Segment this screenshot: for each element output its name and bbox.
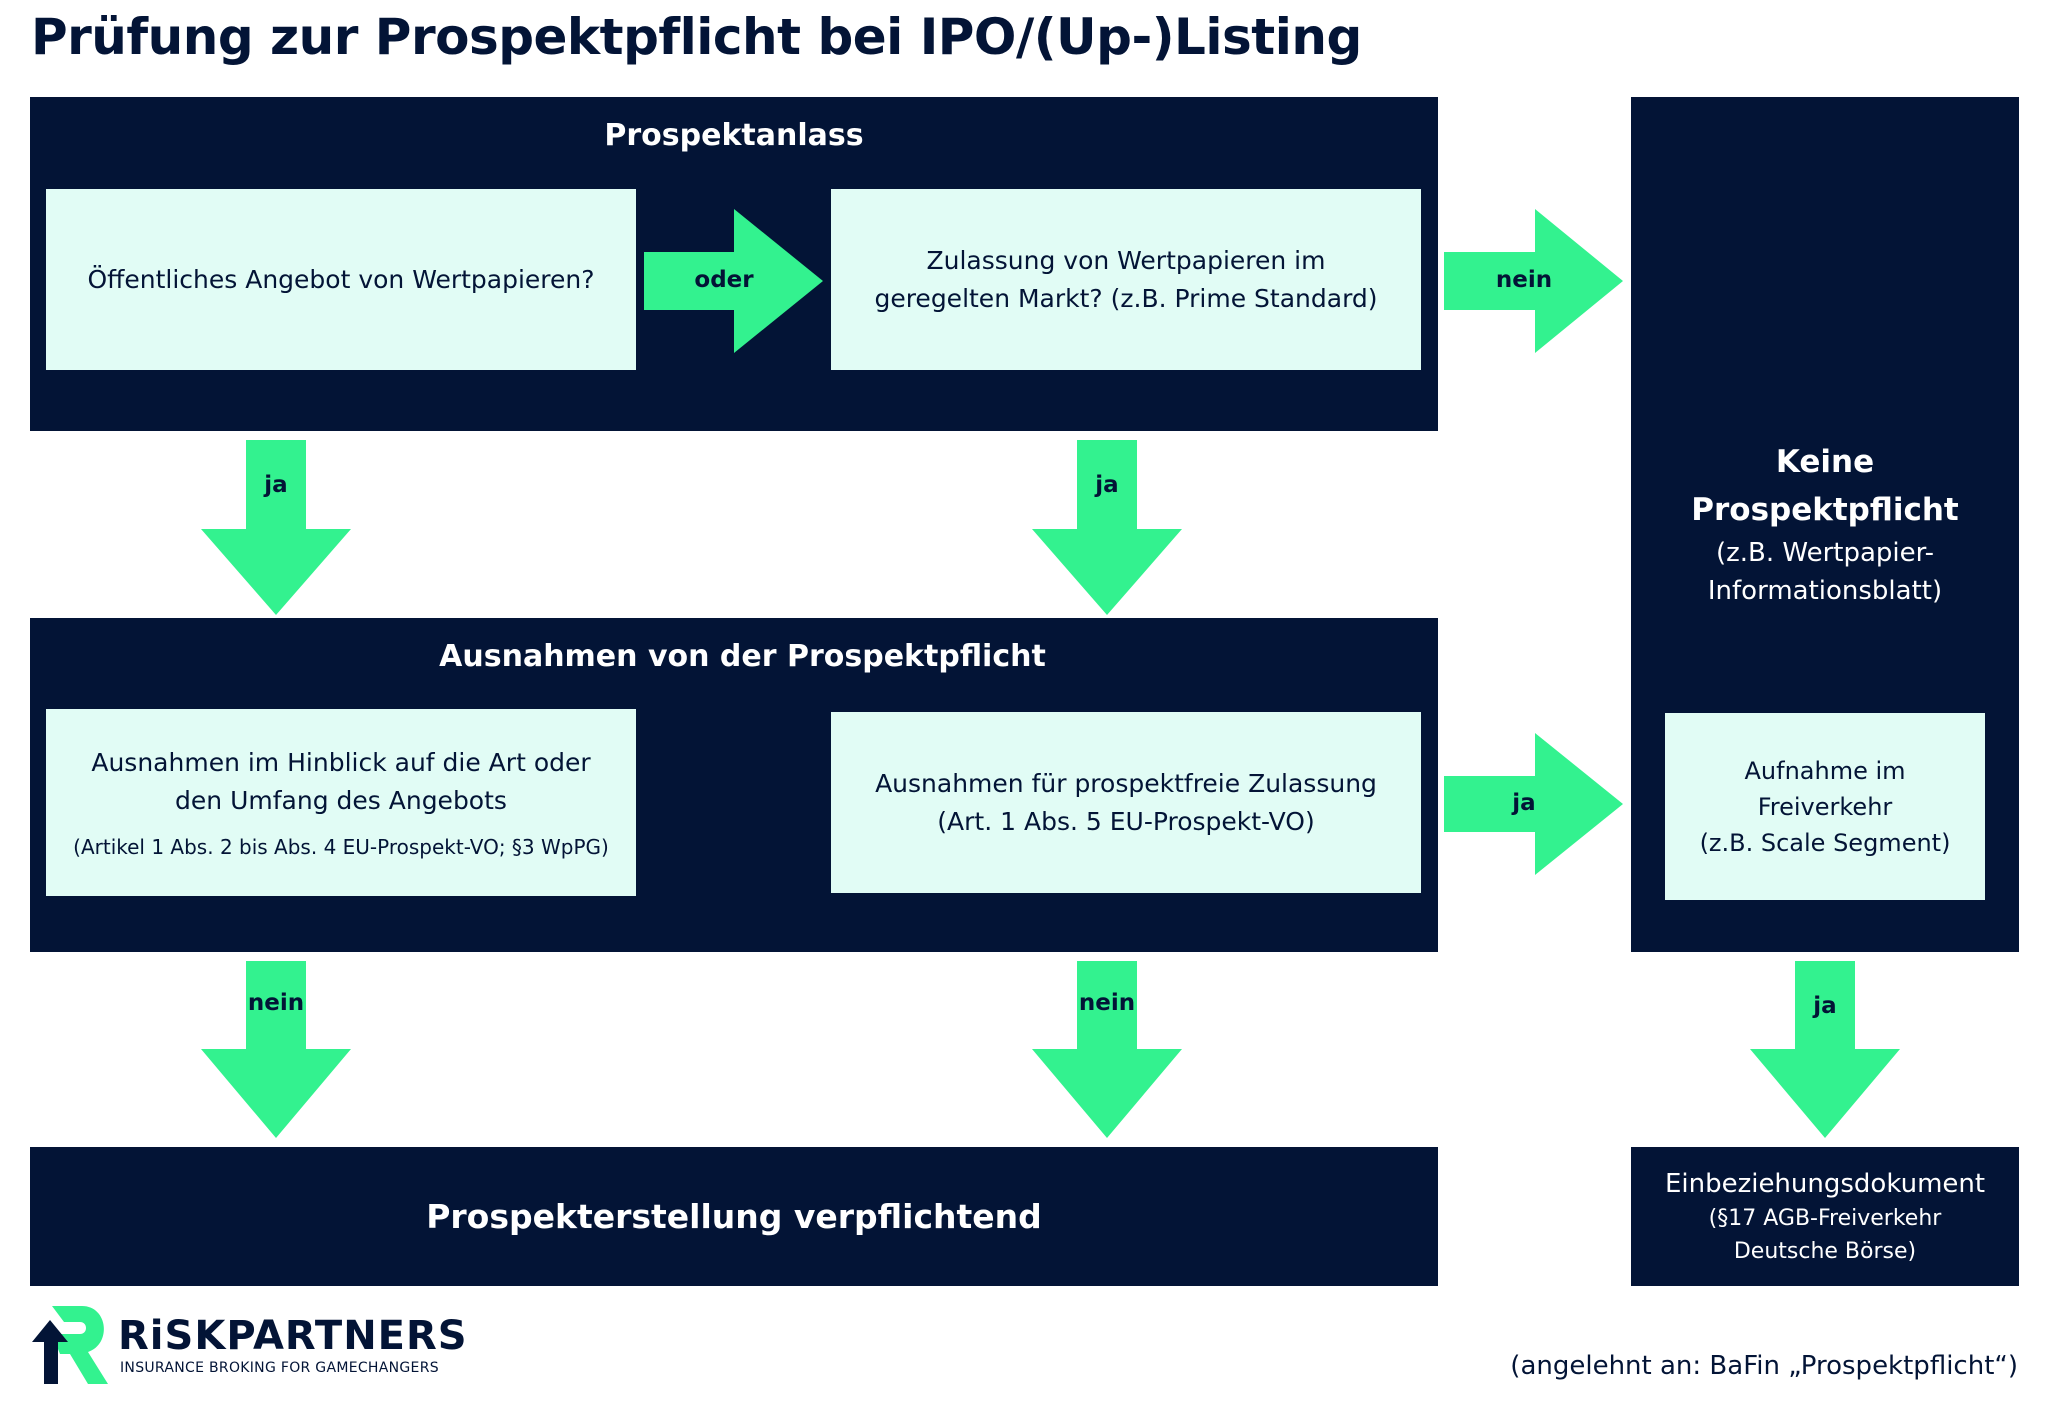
arrow-down-nein-2: [1032, 961, 1182, 1138]
einbeziehungsdokument-box: Einbeziehungsdokument (§17 AGB-Freiverke…: [1631, 1147, 2019, 1286]
prospektanlass-title: Prospektanlass: [604, 118, 864, 153]
source-note: (angelehnt an: BaFin „Prospektpflicht“): [1510, 1351, 2018, 1381]
box-text: Ausnahmen im Hinblick auf die Art oder: [91, 747, 591, 777]
box-text: Zulassung von Wertpapieren im: [926, 245, 1326, 275]
arrow-label-ja-right: ja: [1512, 790, 1536, 816]
arrow-down-ja-2: [1032, 440, 1182, 615]
prospekterstellung-text: Prospekterstellung verpflichtend: [426, 1197, 1042, 1236]
ausnahmen-angebot-box: Ausnahmen im Hinblick auf die Art oder d…: [46, 709, 636, 896]
box-text: Ausnahmen für prospektfreie Zulassung: [875, 768, 1377, 798]
keine-note: Informationsblatt): [1707, 576, 1943, 606]
arrow-right-nein: [1444, 209, 1623, 353]
box-text: Öffentliches Angebot von Wertpapieren?: [87, 264, 595, 294]
keine-prospektpflicht-text: Keine Prospektpflicht (z.B. Wertpapier- …: [1631, 438, 2019, 610]
arrow-label-nein-2: nein: [1078, 990, 1136, 1016]
arrow-down-nein-1: [201, 961, 351, 1138]
keine-heading: Prospektpflicht: [1691, 492, 1959, 528]
prospekterstellung-box: Prospekterstellung verpflichtend: [30, 1147, 1438, 1286]
arrow-right-oder: [644, 209, 823, 353]
arrow-right-ja: [1444, 733, 1623, 875]
zulassung-box: Zulassung von Wertpapieren im geregelten…: [831, 189, 1421, 370]
riskpartners-logo: RiSKPARTNERS INSURANCE BROKING FOR GAMEC…: [30, 1304, 467, 1386]
ausnahmen-title: Ausnahmen von der Prospektpflicht: [439, 639, 1046, 674]
ausnahmen-zulassung-box: Ausnahmen für prospektfreie Zulassung (A…: [831, 712, 1421, 893]
arrow-label-ja-2: ja: [1095, 472, 1119, 498]
keine-note: (z.B. Wertpapier-: [1715, 538, 1935, 568]
logo-tagline: INSURANCE BROKING FOR GAMECHANGERS: [120, 1360, 439, 1376]
box-text: (Art. 1 Abs. 5 EU-Prospekt-VO): [937, 806, 1315, 836]
keine-heading: Keine: [1775, 444, 1875, 480]
arrow-label-oder: oder: [694, 267, 754, 293]
freiverkehr-box: Aufnahme im Freiverkehr (z.B. Scale Segm…: [1665, 713, 1985, 900]
arrow-down-ja-1: [201, 440, 351, 615]
arrow-label-ja-3: ja: [1813, 993, 1837, 1019]
einbez-note: Deutsche Börse): [1733, 1238, 1917, 1264]
box-text: (z.B. Scale Segment): [1699, 828, 1951, 857]
box-text: Aufnahme im: [1744, 756, 1906, 785]
box-text: Freiverkehr: [1757, 792, 1893, 821]
logo-name: RiSKPARTNERS: [118, 1313, 468, 1359]
arrow-label-nein-1: nein: [247, 990, 305, 1016]
box-note: (Artikel 1 Abs. 2 bis Abs. 4 EU-Prospekt…: [73, 834, 609, 859]
arrow-down-ja-3: [1750, 961, 1900, 1138]
logo-mark-icon: [32, 1306, 108, 1384]
einbez-title: Einbeziehungsdokument: [1664, 1168, 1986, 1199]
arrow-label-ja-1: ja: [264, 472, 288, 498]
page-title: Prüfung zur Prospektpflicht bei IPO/(Up-…: [31, 8, 1362, 66]
box-text: geregelten Markt? (z.B. Prime Standard): [874, 283, 1378, 313]
box-text: den Umfang des Angebots: [175, 785, 507, 815]
einbez-note: (§17 AGB-Freiverkehr: [1708, 1205, 1942, 1231]
oeffentliches-angebot-box: Öffentliches Angebot von Wertpapieren?: [46, 189, 636, 370]
arrow-label-nein: nein: [1495, 267, 1553, 293]
